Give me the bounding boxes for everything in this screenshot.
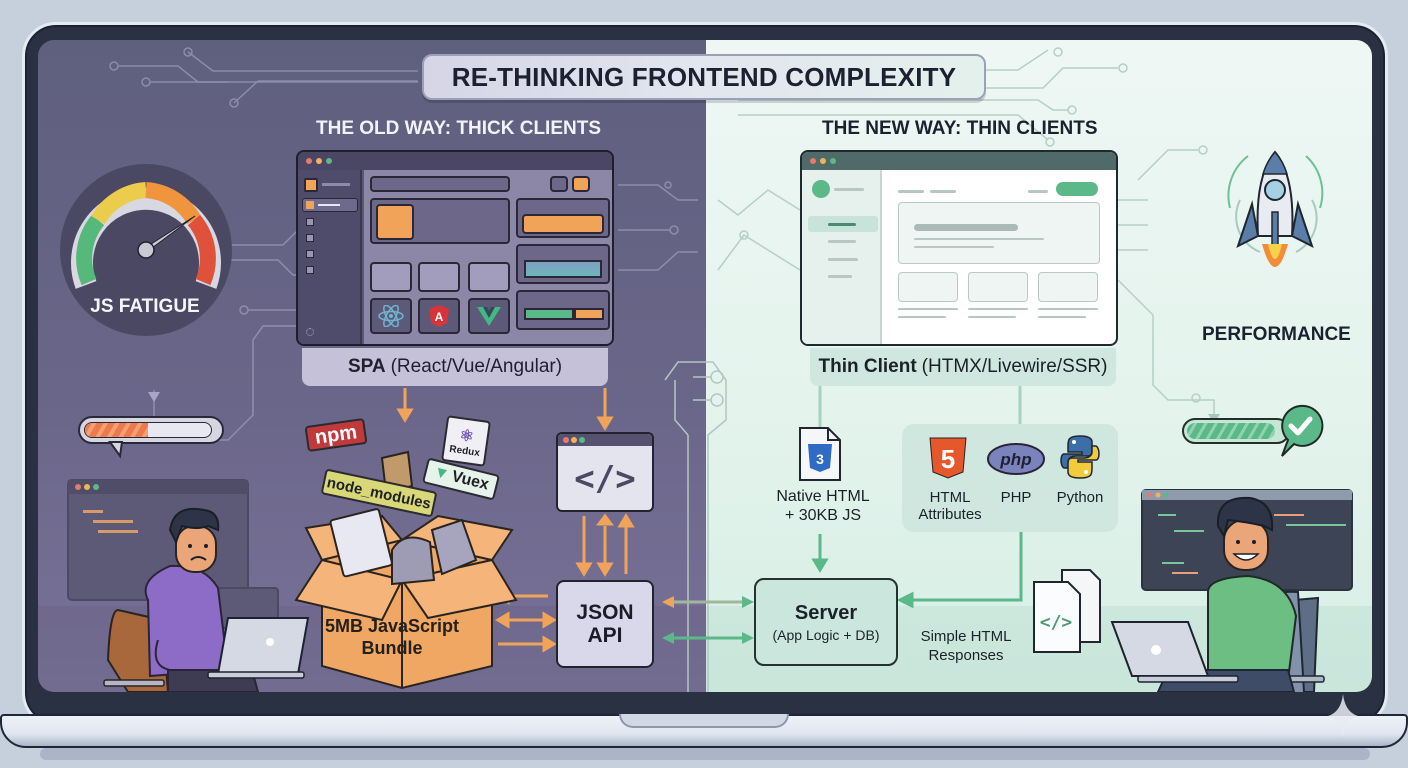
spa-window: A xyxy=(296,150,614,346)
tech-label-python: Python xyxy=(1056,489,1104,506)
laptop-shadow xyxy=(40,748,1370,760)
thin-client-window xyxy=(800,150,1118,346)
minimize-dot-icon xyxy=(820,158,826,164)
laptop-screen: RE-THINKING FRONTEND COMPLEXITY THE OLD … xyxy=(38,40,1372,692)
sparkle-icon xyxy=(1328,694,1358,738)
json-api-line1: JSON xyxy=(576,600,634,624)
svg-text:3: 3 xyxy=(816,451,824,467)
file-icon xyxy=(329,508,393,578)
html-responses-label: Simple HTML Responses xyxy=(906,628,1026,666)
react-icon xyxy=(370,298,412,334)
thin-caption-bold: Thin Client xyxy=(818,356,917,377)
tech-label-php: PHP xyxy=(1000,489,1032,506)
vue-icon: ▼ xyxy=(431,463,452,484)
native-line2: + 30KB JS xyxy=(784,507,862,525)
performance-label: PERFORMANCE xyxy=(1202,324,1351,345)
spa-caption-frameworks: (React/Vue/Angular) xyxy=(390,356,563,377)
success-progress-fill xyxy=(1187,423,1276,439)
responses-line1: Simple HTML xyxy=(920,628,1012,645)
happy-developer xyxy=(1110,489,1353,692)
html-response-file-icon: </> xyxy=(1033,569,1101,653)
code-window: </> xyxy=(556,432,654,512)
json-api-box: JSON API xyxy=(556,580,654,668)
new-way-heading: THE NEW WAY: THIN CLIENTS xyxy=(822,118,1098,139)
svg-text:5: 5 xyxy=(941,444,955,474)
title-banner: RE-THINKING FRONTEND COMPLEXITY xyxy=(422,54,986,100)
code-icon: </> xyxy=(574,459,636,499)
loading-progress-bar xyxy=(84,422,212,438)
stressed-developer xyxy=(67,479,310,692)
old-way-heading: THE OLD WAY: THICK CLIENTS xyxy=(316,118,601,139)
arrow-down-icon xyxy=(148,392,160,402)
bubble-tail xyxy=(108,441,124,459)
laptop-notch xyxy=(619,714,789,728)
window-titlebar xyxy=(298,152,612,170)
minimize-dot-icon xyxy=(316,158,322,164)
close-dot-icon xyxy=(306,158,312,164)
svg-text:php: php xyxy=(999,450,1031,469)
bundle-label-line1: 5MB JavaScript xyxy=(324,616,460,636)
json-api-line2: API xyxy=(587,624,623,647)
server-title: Server xyxy=(794,601,858,624)
svg-text:A: A xyxy=(435,310,444,324)
circuit-lines xyxy=(109,47,1220,692)
spa-sidebar xyxy=(298,170,362,344)
bundle-label-line2: Bundle xyxy=(361,637,423,658)
native-line1: Native HTML xyxy=(776,488,870,505)
angular-icon: A xyxy=(418,298,460,334)
loading-progress-fill xyxy=(85,423,148,437)
vuex-label: Vuex xyxy=(449,467,491,494)
native-html-label: Native HTML + 30KB JS xyxy=(758,487,888,525)
window-titlebar xyxy=(802,152,1116,170)
thin-caption-frameworks: (HTMX/Livewire/SSR) xyxy=(921,356,1108,377)
spa-caption-bold: SPA xyxy=(347,356,386,377)
css3-file-icon: 3 xyxy=(799,427,841,481)
search-bar xyxy=(370,176,510,192)
vue-icon xyxy=(468,298,510,334)
server-subtitle: (App Logic + DB) xyxy=(772,626,880,643)
checkmark-icon xyxy=(1281,404,1324,457)
thin-main xyxy=(884,170,1116,344)
redux-label: Redux xyxy=(448,443,481,459)
python-icon xyxy=(1060,435,1100,479)
js-fatigue-label: JS FATIGUE xyxy=(90,296,200,317)
js-fatigue-gauge xyxy=(60,164,232,336)
page-title: RE-THINKING FRONTEND COMPLEXITY xyxy=(451,61,957,92)
server-box: Server (App Logic + DB) xyxy=(754,578,898,666)
bundle-label: 5MB JavaScript Bundle xyxy=(312,616,472,659)
rocket-icon xyxy=(1227,150,1324,267)
php-icon: php xyxy=(987,443,1045,475)
maximize-dot-icon xyxy=(830,158,836,164)
responses-line2: Responses xyxy=(928,646,1004,664)
thin-sidebar xyxy=(802,170,882,344)
svg-text:</>: </> xyxy=(1040,612,1073,633)
redux-icon: ⚛ xyxy=(458,426,475,446)
maximize-dot-icon xyxy=(326,158,332,164)
thin-client-caption: Thin Client (HTMX/Livewire/SSR) xyxy=(810,348,1116,386)
success-bubble xyxy=(1182,418,1290,444)
spa-caption: SPA (React/Vue/Angular) xyxy=(302,348,608,386)
html5-icon: 5 xyxy=(929,437,967,479)
redux-tag: ⚛ Redux xyxy=(441,415,491,467)
loading-bubble xyxy=(78,416,224,444)
settings-icon xyxy=(306,328,314,336)
spa-main: A xyxy=(364,170,612,344)
close-dot-icon xyxy=(810,158,816,164)
